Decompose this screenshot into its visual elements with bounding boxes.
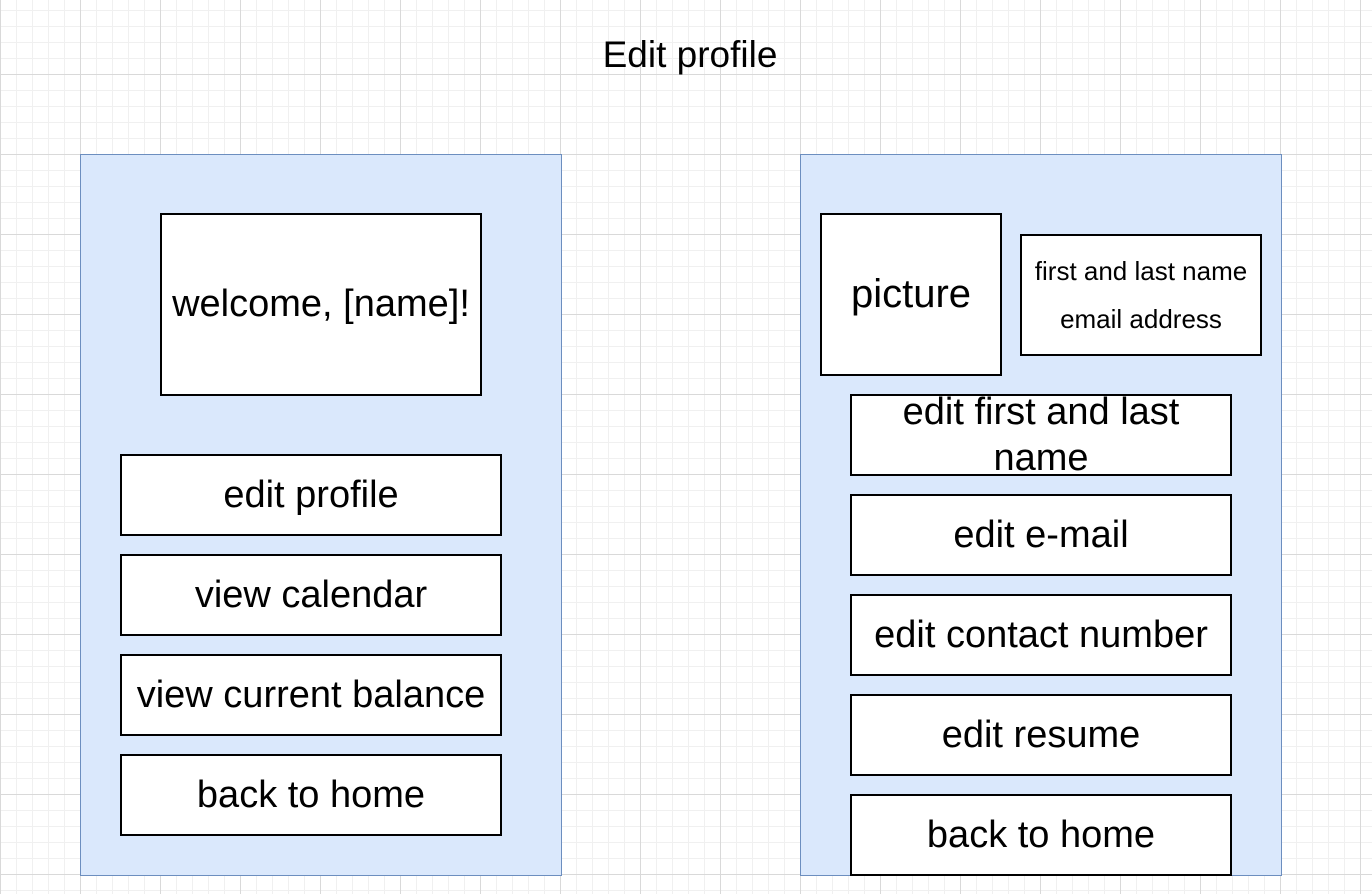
edit-contact-number-button[interactable]: edit contact number [850,594,1232,676]
name-line: first and last name [1034,256,1248,286]
page-title: Edit profile [602,34,778,75]
view-current-balance-button[interactable]: view current balance [120,654,502,736]
email-line: email address [1060,304,1222,334]
profile-picture-placeholder: picture [820,213,1002,376]
view-calendar-button[interactable]: view calendar [120,554,502,636]
back-to-home-button-right[interactable]: back to home [850,794,1232,876]
profile-info-box: first and last name email address [1020,234,1262,356]
edit-name-button[interactable]: edit first and last name [850,391,1232,479]
edit-email-button[interactable]: edit e-mail [850,494,1232,576]
edit-profile-button[interactable]: edit profile [120,454,502,536]
welcome-box: welcome, [name]! [160,213,482,396]
back-to-home-button-left[interactable]: back to home [120,754,502,836]
edit-resume-button[interactable]: edit resume [850,694,1232,776]
